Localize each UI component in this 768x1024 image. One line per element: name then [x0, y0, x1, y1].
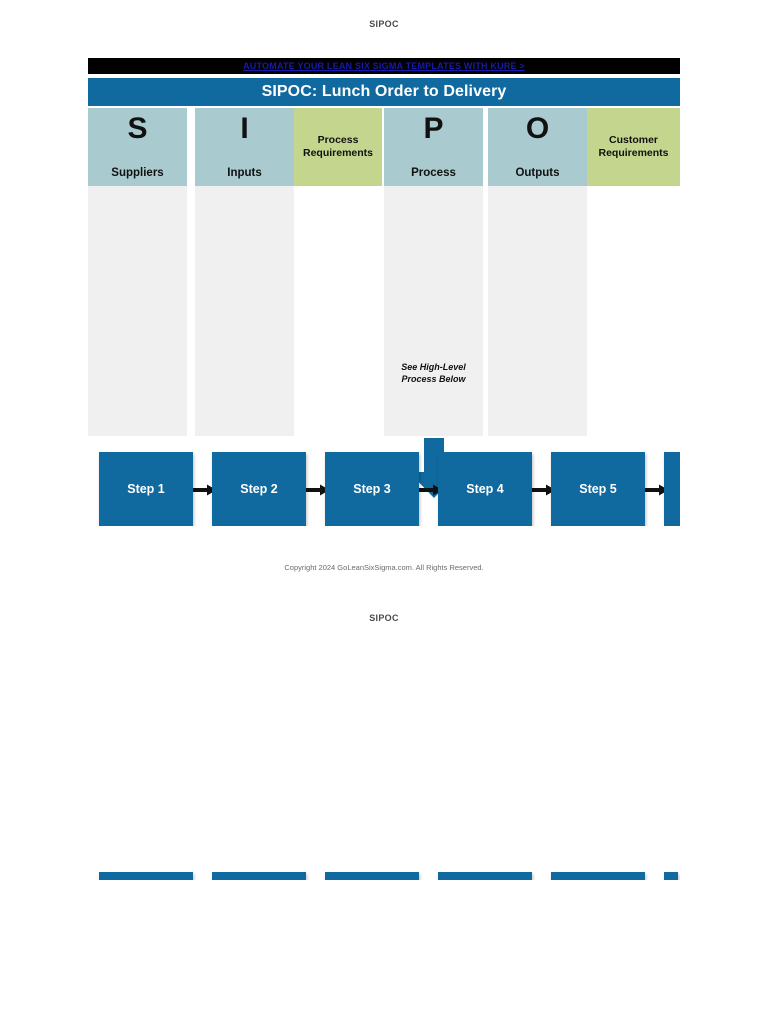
high-level-process-flow-clipped [88, 872, 680, 880]
promo-banner-link[interactable]: AUTOMATE YOUR LEAN SIX SIGMA TEMPLATES W… [243, 61, 525, 71]
sipoc-grid: S Suppliers I Inputs Process Requirements P Pr… [88, 108, 680, 498]
sipoc-column-label-s: Suppliers [111, 167, 164, 179]
flow-arrow-icon [419, 483, 443, 496]
sipoc-column-label-o: Outputs [515, 167, 560, 179]
process-step-box[interactable]: Step 5 [551, 452, 645, 526]
sipoc-column-cr: Customer Requirements [587, 108, 680, 436]
process-step-box-clipped[interactable] [551, 872, 645, 880]
sipoc-column-o: O Outputs [488, 108, 587, 436]
process-step-box-clipped[interactable] [664, 872, 678, 880]
sipoc-letter-o: O [525, 112, 550, 145]
process-step-label: Step 2 [240, 482, 278, 496]
sipoc-column-header-s: S Suppliers [88, 108, 187, 186]
sipoc-column-header-cr: Customer Requirements [587, 108, 680, 186]
flow-arrow-icon [532, 483, 556, 496]
sipoc-column-label-pr: Process Requirements [302, 134, 374, 159]
process-step-box[interactable]: Step 1 [99, 452, 193, 526]
copyright-text: Copyright 2024 GoLeanSixSigma.com. All R… [284, 563, 484, 572]
sipoc-column-header-pr: Process Requirements [294, 108, 382, 186]
process-step-box-clipped[interactable] [99, 872, 193, 880]
sipoc-title-bar: SIPOC: Lunch Order to Delivery [88, 78, 680, 106]
sipoc-column-body-cr[interactable] [587, 186, 680, 436]
sipoc-column-i: I Inputs [195, 108, 294, 436]
sipoc-column-label-cr: Customer Requirements [598, 134, 669, 159]
sipoc-letter-i: I [240, 112, 249, 145]
sipoc-letter-p: P [423, 112, 444, 145]
page-label-mid: SIPOC [369, 613, 399, 623]
sipoc-column-body-pr[interactable] [294, 186, 382, 436]
process-step-label: Step 3 [353, 482, 391, 496]
page-label-top: SIPOC [369, 19, 399, 29]
sipoc-column-pr: Process Requirements [294, 108, 382, 436]
sipoc-column-label-p: Process [411, 167, 456, 179]
sipoc-column-header-o: O Outputs [488, 108, 587, 186]
page-title: SIPOC: Lunch Order to Delivery [261, 83, 507, 100]
flow-arrow-icon [645, 483, 669, 496]
promo-banner: AUTOMATE YOUR LEAN SIX SIGMA TEMPLATES W… [88, 58, 680, 74]
flow-arrow-icon [193, 483, 217, 496]
process-step-box-clipped[interactable] [325, 872, 419, 880]
sipoc-column-body-i[interactable] [195, 186, 294, 436]
process-step-label: Step 1 [127, 482, 165, 496]
high-level-process-flow: Step 1 Step 2 Step 3 Step 4 Step 5 [88, 452, 680, 526]
process-step-label: Step 5 [579, 482, 617, 496]
sipoc-letter-s: S [127, 112, 148, 145]
process-step-box[interactable] [664, 452, 680, 526]
process-step-box[interactable]: Step 3 [325, 452, 419, 526]
sipoc-column-header-p: P Process [384, 108, 483, 186]
sipoc-column-label-i: Inputs [227, 167, 262, 179]
sipoc-column-body-o[interactable] [488, 186, 587, 436]
flow-arrow-icon [306, 483, 330, 496]
process-step-box-clipped[interactable] [212, 872, 306, 880]
sipoc-column-s: S Suppliers [88, 108, 187, 436]
process-step-label: Step 4 [466, 482, 504, 496]
sipoc-column-header-i: I Inputs [195, 108, 294, 186]
process-step-box[interactable]: Step 2 [212, 452, 306, 526]
process-step-box-clipped[interactable] [438, 872, 532, 880]
process-step-box[interactable]: Step 4 [438, 452, 532, 526]
sipoc-column-body-s[interactable] [88, 186, 187, 436]
